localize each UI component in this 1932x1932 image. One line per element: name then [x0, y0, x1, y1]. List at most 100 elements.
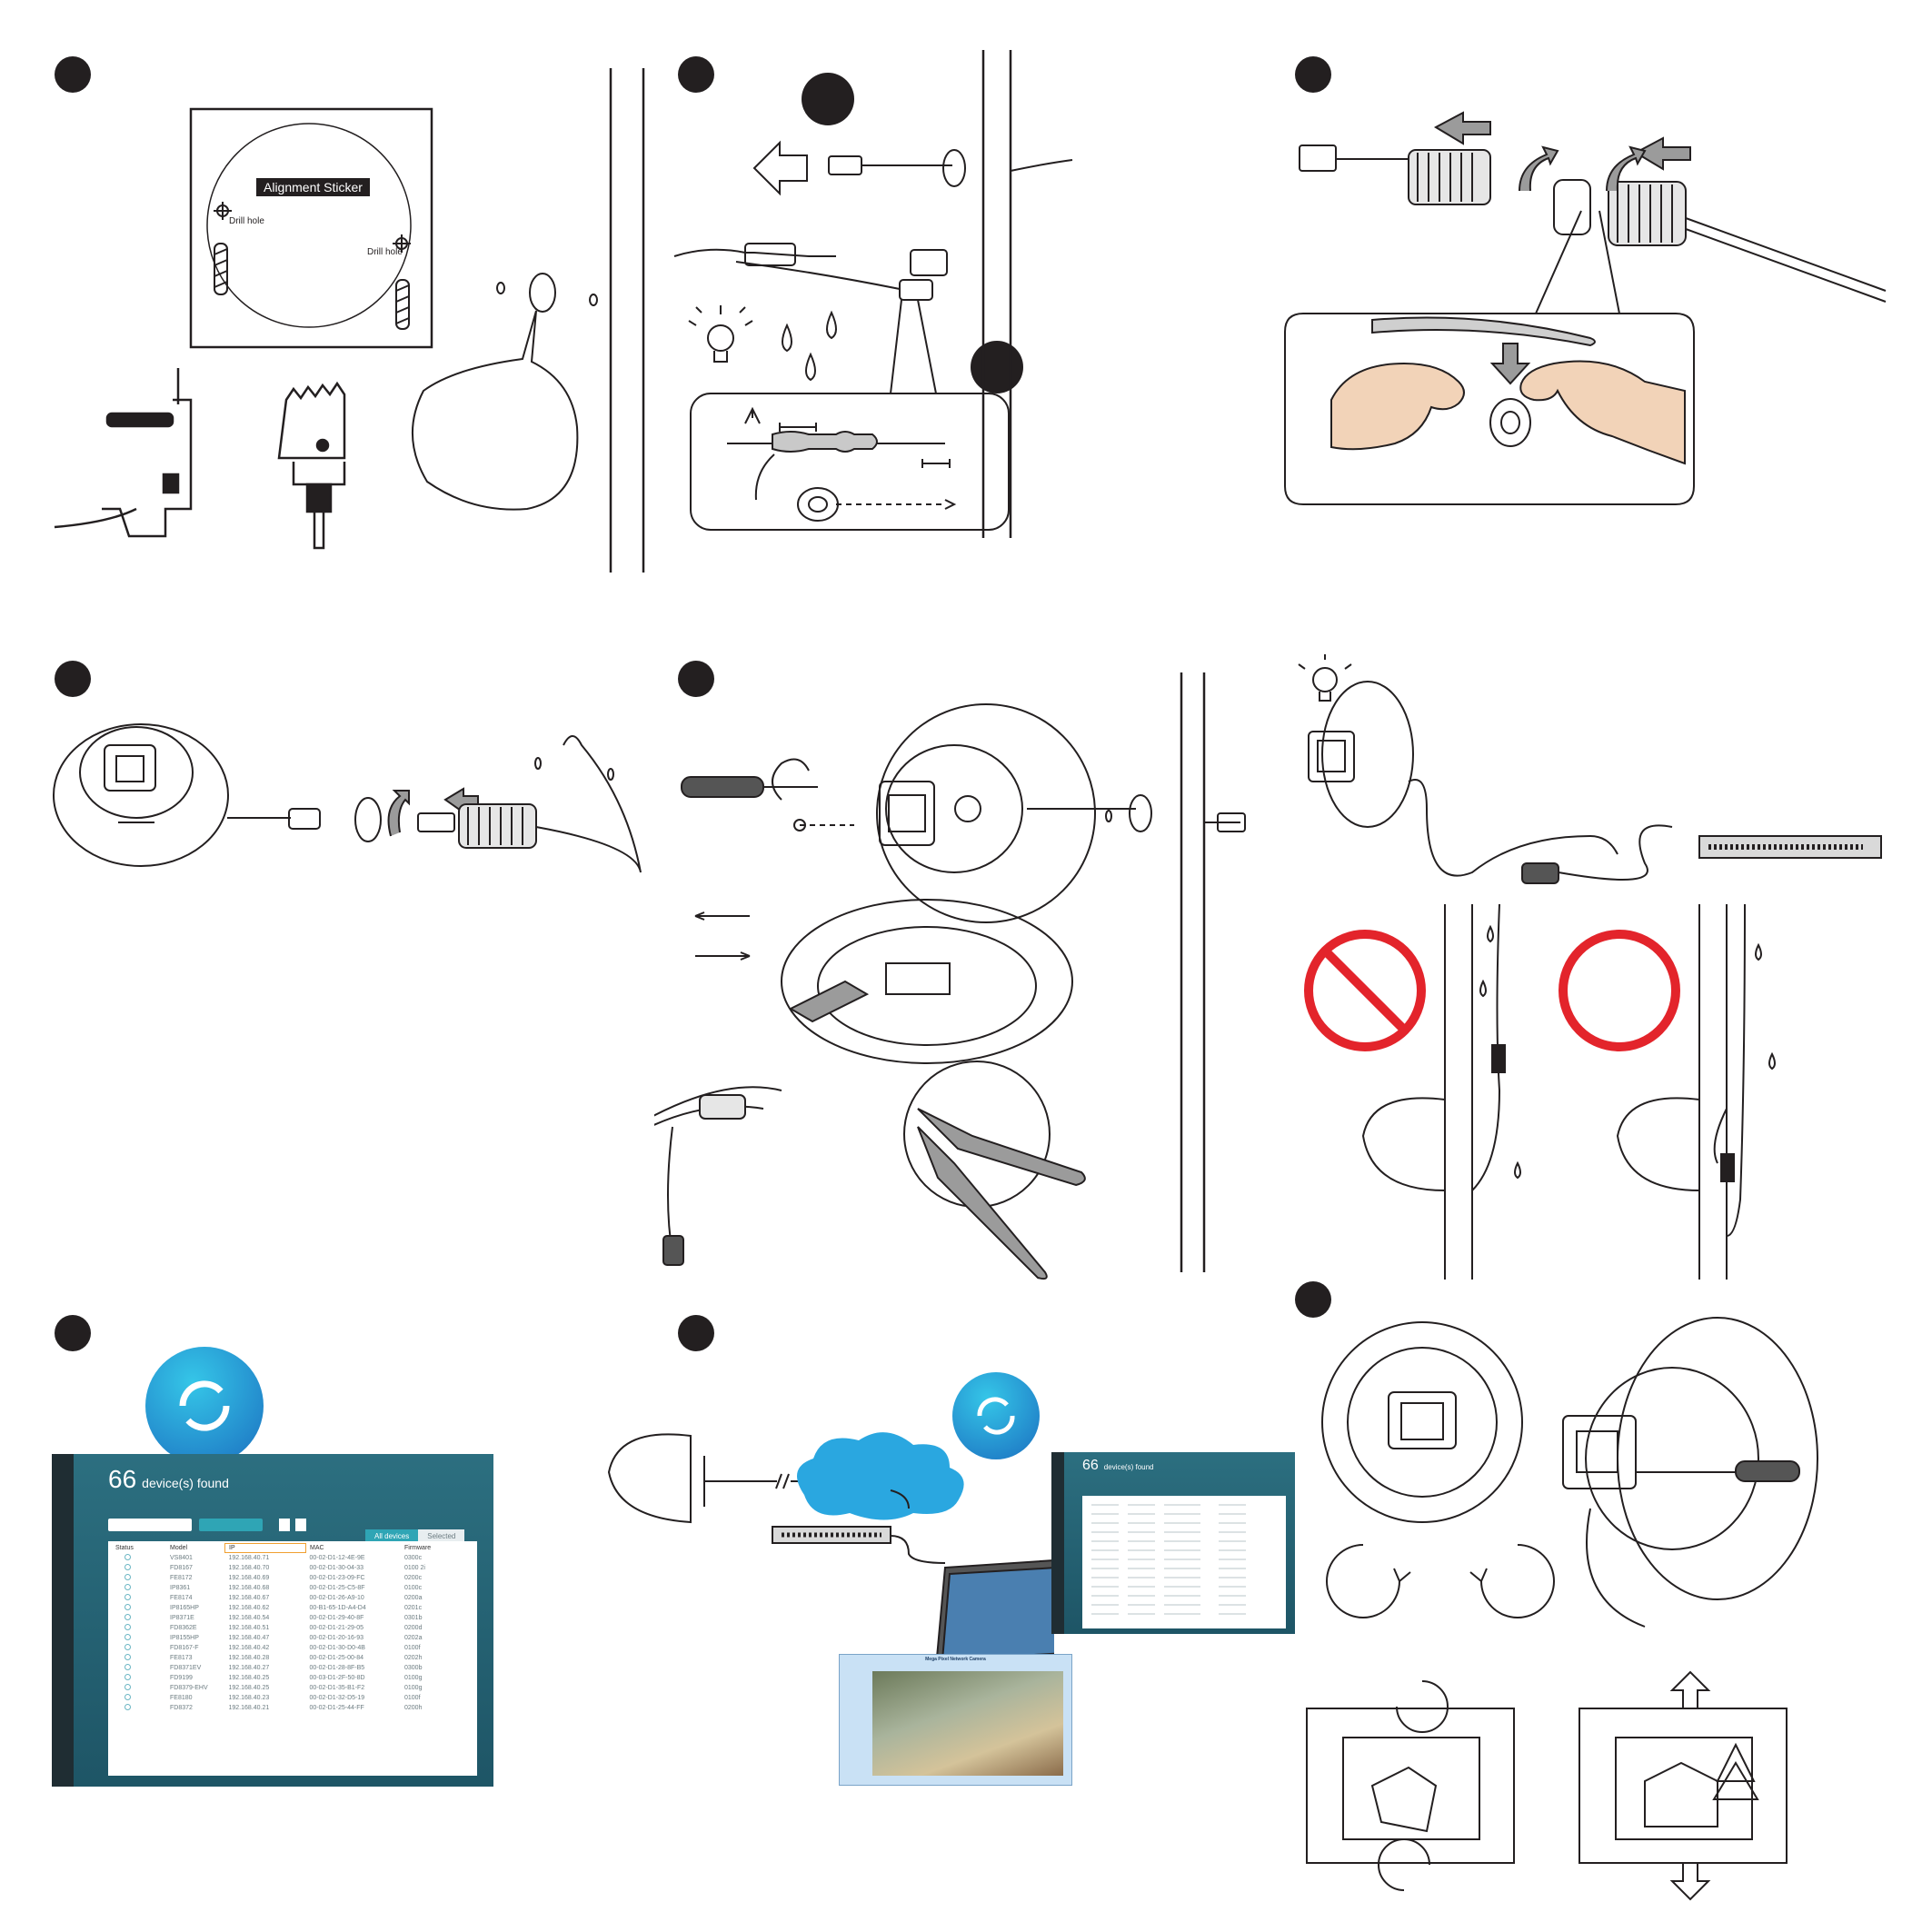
- dome-camera-icon: [53, 723, 229, 867]
- cell-mac: 00-02-D1-26-A9-10: [309, 1594, 364, 1601]
- cell-ip: 192.168.40.68: [228, 1584, 270, 1591]
- dome-camera-icon-2: [607, 1433, 692, 1524]
- status-icon: [112, 1573, 166, 1583]
- cell-firmware: 0201c: [404, 1604, 423, 1611]
- prohibited-sign-icon: [1304, 930, 1426, 1051]
- arrow-left-icon-a: [1433, 111, 1491, 145]
- column-model[interactable]: Model: [170, 1545, 188, 1551]
- folder-button[interactable]: [295, 1519, 306, 1531]
- pliers-icon: [917, 1108, 1086, 1280]
- step-9-dot: [1295, 1281, 1331, 1318]
- cell-firmware: 0100f: [404, 1694, 421, 1701]
- cell-ip: 192.168.40.21: [228, 1704, 270, 1711]
- status-icon: [112, 1673, 166, 1683]
- discovery-app-icon[interactable]: [145, 1347, 264, 1465]
- cell-mac: 00-02-D1-12-4E-9E: [309, 1554, 365, 1561]
- cell-model: FD8362E: [170, 1624, 197, 1631]
- status-icon: [112, 1593, 166, 1603]
- sync-arrows-icon: [179, 1380, 230, 1431]
- cell-ip: 192.168.40.69: [228, 1574, 270, 1581]
- drill-hole-left-label: Drill hole: [229, 216, 264, 226]
- add-button[interactable]: [279, 1519, 290, 1531]
- column-ip[interactable]: IP: [224, 1543, 306, 1553]
- rotate-arrow-icon: [1519, 145, 1559, 192]
- status-icon: [112, 1553, 166, 1563]
- cloud-icon: [797, 1432, 964, 1520]
- arrow-left-icon: [752, 140, 808, 196]
- wall-anchor-right-icon: [395, 279, 410, 330]
- tip-lightbulb-icon-2: [1298, 654, 1352, 702]
- device-found-label-small: device(s) found: [1103, 1463, 1154, 1471]
- device-discovery-window-small: 66 device(s) found: [1051, 1452, 1295, 1634]
- cell-ip: 192.168.40.27: [228, 1664, 270, 1671]
- cell-model: FE8174: [170, 1594, 193, 1601]
- cell-mac: 00-02-D1-30-D0-4B: [309, 1644, 365, 1651]
- cell-model: FD8372: [170, 1704, 193, 1711]
- alignment-sticker-label: Alignment Sticker: [256, 178, 370, 196]
- cell-firmware: 0200h: [404, 1704, 423, 1711]
- rotate-arrow-icon-3: [387, 790, 410, 837]
- step-2-dot: [678, 56, 714, 93]
- step-9-illustration: [1306, 1317, 1818, 1901]
- substep-b-dot: [971, 341, 1023, 393]
- status-icon: [112, 1633, 166, 1643]
- status-icon: [112, 1693, 166, 1703]
- column-firmware[interactable]: Firmware: [404, 1545, 432, 1551]
- mount-base-icon: [876, 703, 1096, 923]
- screwdriver-icon: [681, 776, 818, 798]
- device-count-small: 66: [1082, 1458, 1099, 1473]
- cell-firmware: 0200c: [404, 1574, 423, 1581]
- status-icon: [112, 1653, 166, 1663]
- cell-ip: 192.168.40.54: [228, 1614, 270, 1621]
- app-sidebar: [52, 1454, 74, 1787]
- cell-ip: 192.168.40.70: [228, 1564, 270, 1571]
- device-table-panel-small: [1082, 1496, 1286, 1628]
- arrow-down-icon: [1669, 1862, 1711, 1901]
- cell-mac: 00-02-D1-28-8F-B5: [309, 1664, 365, 1671]
- status-icon: [112, 1583, 166, 1593]
- step-8-illustration: [607, 1432, 1054, 1688]
- step-5-illustration: [654, 672, 1246, 1280]
- cell-mac: 00-02-D1-21-29-05: [309, 1624, 364, 1631]
- water-drop-icon-3: [805, 352, 816, 382]
- step-4-dot: [55, 661, 91, 697]
- column-mac[interactable]: MAC: [310, 1545, 324, 1551]
- cell-ip: 192.168.40.51: [228, 1624, 270, 1631]
- search-input[interactable]: [108, 1519, 192, 1531]
- tab-all-devices[interactable]: All devices: [365, 1529, 419, 1543]
- power-drill-icon: [54, 368, 193, 538]
- cell-model: IP8155HP: [170, 1634, 199, 1641]
- hole-saw-icon: [277, 381, 346, 550]
- discovery-app-icon-small[interactable]: [952, 1372, 1040, 1459]
- arrow-left-icon-b: [1633, 136, 1691, 171]
- column-status[interactable]: Status: [115, 1545, 134, 1551]
- cell-firmware: 0100 2i: [404, 1564, 425, 1571]
- lock-button[interactable]: [199, 1519, 263, 1531]
- cell-firmware: 0100g: [404, 1684, 423, 1691]
- device-table-header: Status Model IP MAC Firmware: [112, 1543, 444, 1553]
- water-drop-icon-2: [826, 310, 837, 340]
- status-icon: [112, 1623, 166, 1633]
- status-icon: [112, 1663, 166, 1673]
- cell-firmware: 0300b: [404, 1664, 423, 1671]
- tab-selected[interactable]: Selected: [418, 1529, 465, 1543]
